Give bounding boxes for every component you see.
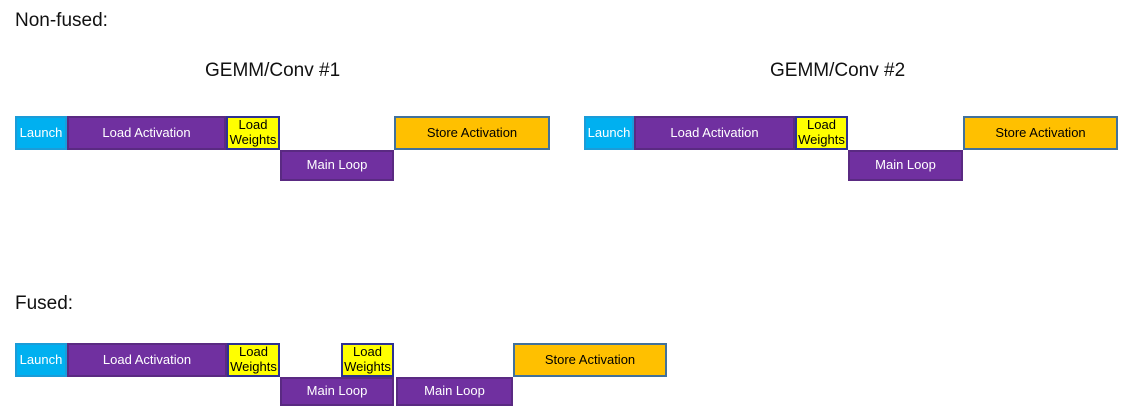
nonfused-group1-main-loop-block: Main Loop bbox=[280, 150, 394, 181]
group1-title: GEMM/Conv #1 bbox=[205, 60, 341, 81]
nonfused-group2-main-loop-block: Main Loop bbox=[848, 150, 963, 181]
nonfused-group1-launch-block: Launch bbox=[15, 116, 67, 150]
nonfused-section-label: Non-fused: bbox=[15, 10, 108, 31]
nonfused-group2-load-activation-block: Load Activation bbox=[634, 116, 795, 150]
nonfused-group1-store-activation-block: Store Activation bbox=[394, 116, 550, 150]
fused-launch-block: Launch bbox=[15, 343, 67, 377]
fused-main-loop-block-2: Main Loop bbox=[396, 377, 513, 406]
nonfused-group2-store-activation-block: Store Activation bbox=[963, 116, 1118, 150]
nonfused-group2-launch-block: Launch bbox=[584, 116, 634, 150]
nonfused-group2-load-weights-block: Load Weights bbox=[795, 116, 848, 150]
fused-load-weights-block-1: Load Weights bbox=[227, 343, 280, 377]
fused-load-activation-block: Load Activation bbox=[67, 343, 227, 377]
fused-load-weights-block-2: Load Weights bbox=[341, 343, 394, 377]
nonfused-group1-load-activation-block: Load Activation bbox=[67, 116, 226, 150]
fused-main-loop-block-1: Main Loop bbox=[280, 377, 394, 406]
fused-section-label: Fused: bbox=[15, 293, 74, 314]
nonfused-group1-load-weights-block: Load Weights bbox=[226, 116, 280, 150]
group2-title: GEMM/Conv #2 bbox=[770, 60, 906, 81]
fused-store-activation-block: Store Activation bbox=[513, 343, 667, 377]
